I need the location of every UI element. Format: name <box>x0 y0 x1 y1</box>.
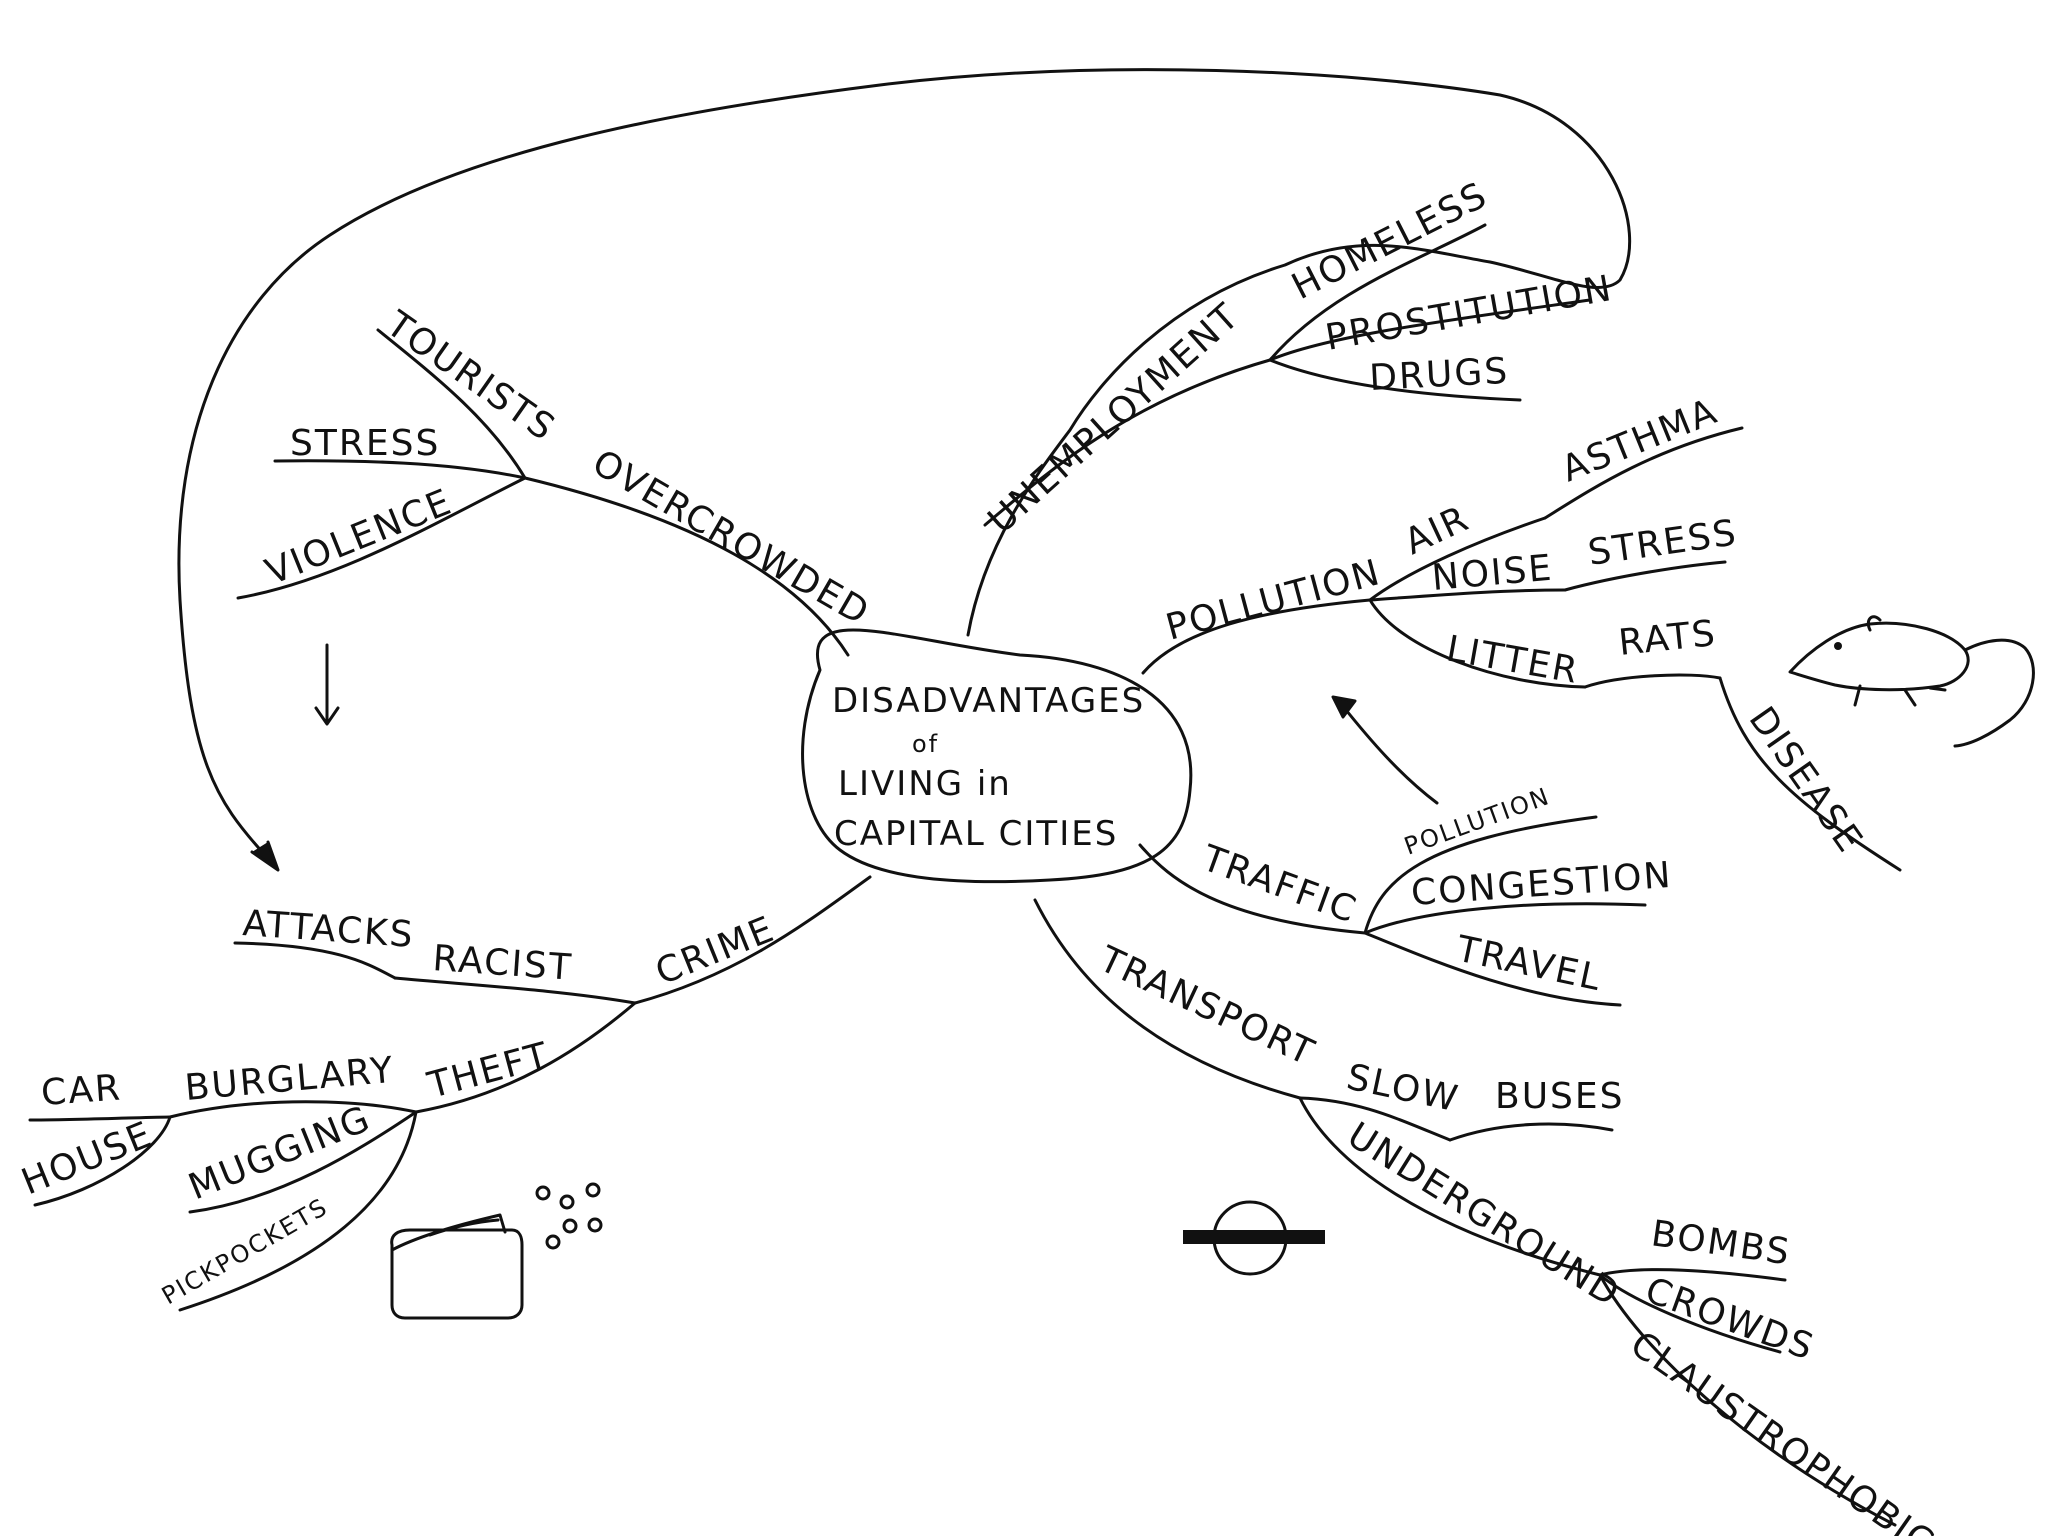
mugging-line <box>188 1110 418 1214</box>
travel-line <box>1363 931 1622 1007</box>
stress-line-right <box>1563 560 1727 592</box>
car-label: CAR <box>40 1067 123 1114</box>
disease-line <box>1718 676 1902 872</box>
overcrowded-label: OVERCROWDED <box>586 442 877 634</box>
noise-line <box>1368 588 1567 602</box>
racist-line <box>393 976 637 1005</box>
transport-branch-line <box>1033 898 1302 1100</box>
center-title-line2: of <box>912 730 939 758</box>
unemployment-label: UNEMPLOYMENT <box>981 295 1248 541</box>
burglary-label: BURGLARY <box>183 1050 396 1109</box>
center-title-line4: CAPITAL CITIES <box>834 814 1118 854</box>
pickpockets-line <box>178 1110 418 1312</box>
center-title-line3: LIVING in <box>838 764 1012 804</box>
center-bubble <box>801 628 1193 884</box>
drugs-label: DRUGS <box>1368 351 1510 399</box>
drugs-line <box>1268 358 1522 402</box>
pollution-label: POLLUTION <box>1162 552 1386 649</box>
homeless-label: HOMELESS <box>1285 174 1494 308</box>
crowds-line <box>1598 1273 1782 1354</box>
stress-label-left: STRESS <box>290 423 440 464</box>
prostitution-label: PROSTITUTION <box>1322 268 1615 359</box>
claustrophobic-line <box>1598 1273 1897 1527</box>
homeless-line <box>1268 223 1487 362</box>
coins-icon <box>535 1182 603 1250</box>
center-title-line1: DISADVANTAGES <box>832 681 1145 721</box>
buses-line <box>1448 1122 1614 1142</box>
tourists-line <box>376 328 527 480</box>
underground-roundel-icon <box>1183 1200 1325 1276</box>
loop-arrow-head <box>250 840 280 872</box>
pollution-branch-line <box>1141 598 1372 675</box>
bombs-label: BOMBS <box>1649 1213 1794 1273</box>
litter-line <box>1368 598 1587 689</box>
car-line <box>28 1115 172 1122</box>
down-arrow-head <box>314 706 340 726</box>
stress-label-right: STRESS <box>1586 512 1741 574</box>
prostitution-line <box>1268 298 1592 362</box>
overcrowded-branch-line <box>523 476 850 657</box>
traffic-label: TRAFFIC <box>1196 838 1363 932</box>
racist-label: RACIST <box>431 938 574 989</box>
bombs-line <box>1598 1268 1787 1282</box>
traffic-branch-line <box>1138 843 1367 935</box>
traffic-pollution-line <box>1363 815 1598 935</box>
theft-label: THEFT <box>423 1035 554 1107</box>
stress-line-left <box>273 459 527 480</box>
buses-label: BUSES <box>1495 1076 1625 1117</box>
crime-branch-line <box>633 875 872 1005</box>
congestion-line <box>1363 902 1647 935</box>
litter-label: LITTER <box>1443 628 1582 692</box>
up-left-arrow-head <box>1331 695 1357 719</box>
disease-label: DISEASE <box>1741 700 1871 861</box>
crime-label: CRIME <box>650 909 781 994</box>
theft-line <box>414 1001 637 1114</box>
unemployment-branch-line <box>983 358 1272 527</box>
violence-line <box>236 476 527 600</box>
transport-label: TRANSPORT <box>1092 939 1321 1075</box>
loop-arrow-line <box>177 68 1632 857</box>
up-left-arrow-shaft <box>1340 703 1439 805</box>
rat-icon <box>1788 615 2035 748</box>
burglary-line <box>168 1100 418 1119</box>
violence-label: VIOLENCE <box>260 481 458 593</box>
pickpockets-label: PICKPOCKETS <box>157 1192 333 1310</box>
underground-label: UNDERGROUND <box>1340 1115 1627 1316</box>
wallet-icon <box>390 1213 524 1320</box>
rats-line <box>1583 673 1722 689</box>
air-line <box>1368 516 1547 602</box>
travel-label: TRAVEL <box>1452 928 1606 999</box>
underground-line <box>1298 1096 1602 1277</box>
house-line <box>33 1115 172 1207</box>
air-label: AIR <box>1398 498 1475 563</box>
house-label: HOUSE <box>16 1114 159 1203</box>
slow-label: SLOW <box>1343 1057 1463 1121</box>
attacks-line <box>233 941 397 980</box>
asthma-line <box>1543 426 1744 520</box>
attacks-label: ATTACKS <box>241 903 415 956</box>
rats-label: RATS <box>1617 613 1719 664</box>
slow-line <box>1298 1096 1452 1142</box>
